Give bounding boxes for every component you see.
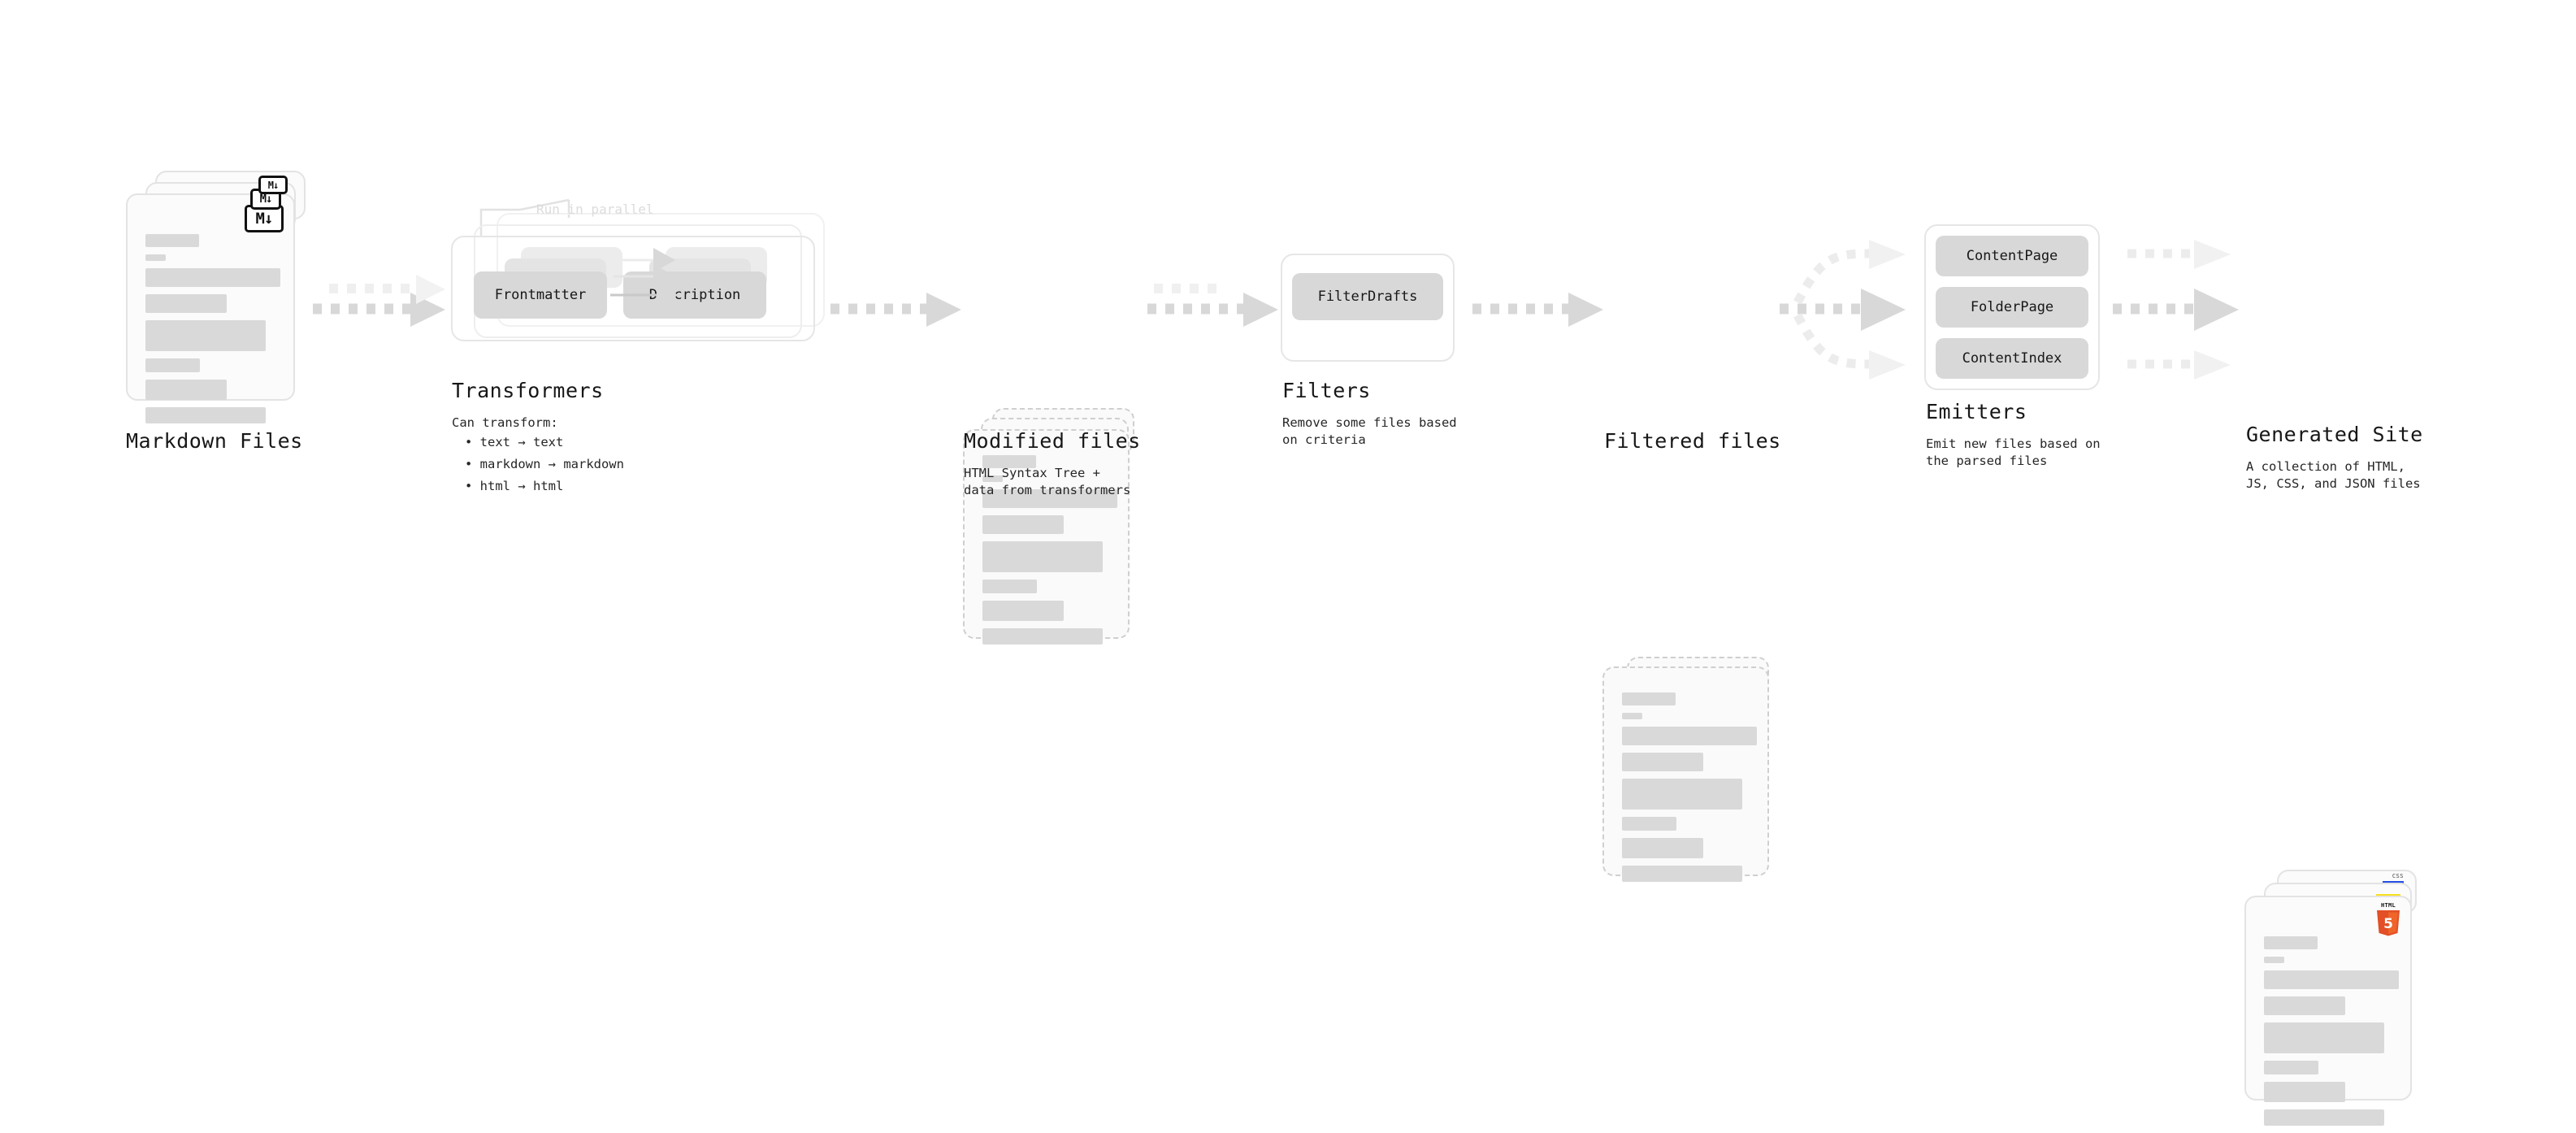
file-card-front <box>1602 666 1769 882</box>
emitter-chip-folderpage[interactable]: FolderPage <box>1936 287 2088 328</box>
caption-sub-filters: Remove some files based on criteria <box>1282 415 1457 447</box>
transformer-bullet-2: • html → html <box>465 479 564 493</box>
caption-sub-transformers: Can transform: <box>452 415 558 430</box>
connector-filters-to-filtered <box>1472 293 1603 327</box>
caption-sub-modified-files: HTML Syntax Tree + data from transformer… <box>964 466 1131 497</box>
caption-title-modified-files: Modified files <box>964 429 1141 453</box>
markdown-icon-back: M↓ <box>258 176 288 194</box>
transformer-bullet-0: • text → text <box>465 435 564 449</box>
caption-sub-generated-site: A collection of HTML, JS, CSS, and JSON … <box>2246 459 2421 491</box>
emitter-chip-contentpage[interactable]: ContentPage <box>1936 236 2088 276</box>
caption-title-filtered-files: Filtered files <box>1604 429 1781 453</box>
transformer-bullet-1-text: markdown → markdown <box>479 457 624 471</box>
connector-emitters-to-site <box>2113 240 2239 380</box>
file-card-front <box>963 429 1130 645</box>
html5-icon-label: HTML <box>2380 902 2396 909</box>
transformer-inner-arrows <box>610 248 679 307</box>
filter-chip-filterdrafts[interactable]: FilterDrafts <box>1292 273 1443 320</box>
file-content-bars <box>1622 692 1757 889</box>
caption-title-markdown-files: Markdown Files <box>126 429 303 453</box>
transformer-group-front <box>451 236 815 341</box>
annotation-run-in-parallel: Run in parallel <box>536 202 654 217</box>
transformer-bullet-1: • markdown → markdown <box>465 457 624 471</box>
emitter-chip-contentindex[interactable]: ContentIndex <box>1936 338 2088 379</box>
file-card-front: M↓ <box>126 193 295 423</box>
caption-title-generated-site: Generated Site <box>2246 423 2423 446</box>
transformer-bullet-0-text: text → text <box>479 435 564 449</box>
caption-title-transformers: Transformers <box>452 379 604 402</box>
html5-icon: HTML 5 <box>2374 902 2402 936</box>
connector-filtered-to-emitters <box>1780 240 1906 380</box>
transformer-chip-description[interactable]: Description <box>623 271 766 319</box>
file-content-bars <box>2264 936 2399 1133</box>
caption-sub-emitters: Emit new files based on the parsed files <box>1926 436 2101 468</box>
file-content-bars <box>145 234 280 431</box>
css-icon-label: CSS <box>2392 873 2404 879</box>
stage-modified-files <box>963 408 1166 645</box>
transformer-chip-frontmatter[interactable]: Frontmatter <box>474 271 607 319</box>
stage-filters: FilterDrafts <box>1281 254 1459 367</box>
caption-title-filters: Filters <box>1282 379 1371 402</box>
pipeline-diagram: M↓ M↓ M↓ Markdown Files Frontmatter Des <box>126 171 2423 1126</box>
filters-group-box <box>1281 254 1455 362</box>
file-card-front-html: HTML 5 <box>2244 896 2412 1126</box>
connector-modified-to-filters <box>1147 284 1278 327</box>
stage-filtered-files <box>1602 657 1806 892</box>
stage-generated-site: CSS HTML 5 <box>2244 870 2448 1126</box>
transformer-group-back <box>497 213 825 327</box>
stage-transformers: Frontmatter Description <box>451 213 833 359</box>
stage-emitters: ContentPage FolderPage ContentIndex <box>1924 224 2111 403</box>
connector-markdown-to-transformers <box>313 275 445 327</box>
svg-text:5: 5 <box>2383 916 2393 932</box>
emitters-group-box <box>1924 224 2100 390</box>
connector-transformers-to-modified <box>830 293 961 327</box>
file-content-bars <box>982 455 1117 652</box>
stage-markdown-files: M↓ M↓ M↓ <box>126 171 329 423</box>
transformer-bullet-2-text: html → html <box>479 479 564 493</box>
caption-title-emitters: Emitters <box>1926 400 2027 423</box>
